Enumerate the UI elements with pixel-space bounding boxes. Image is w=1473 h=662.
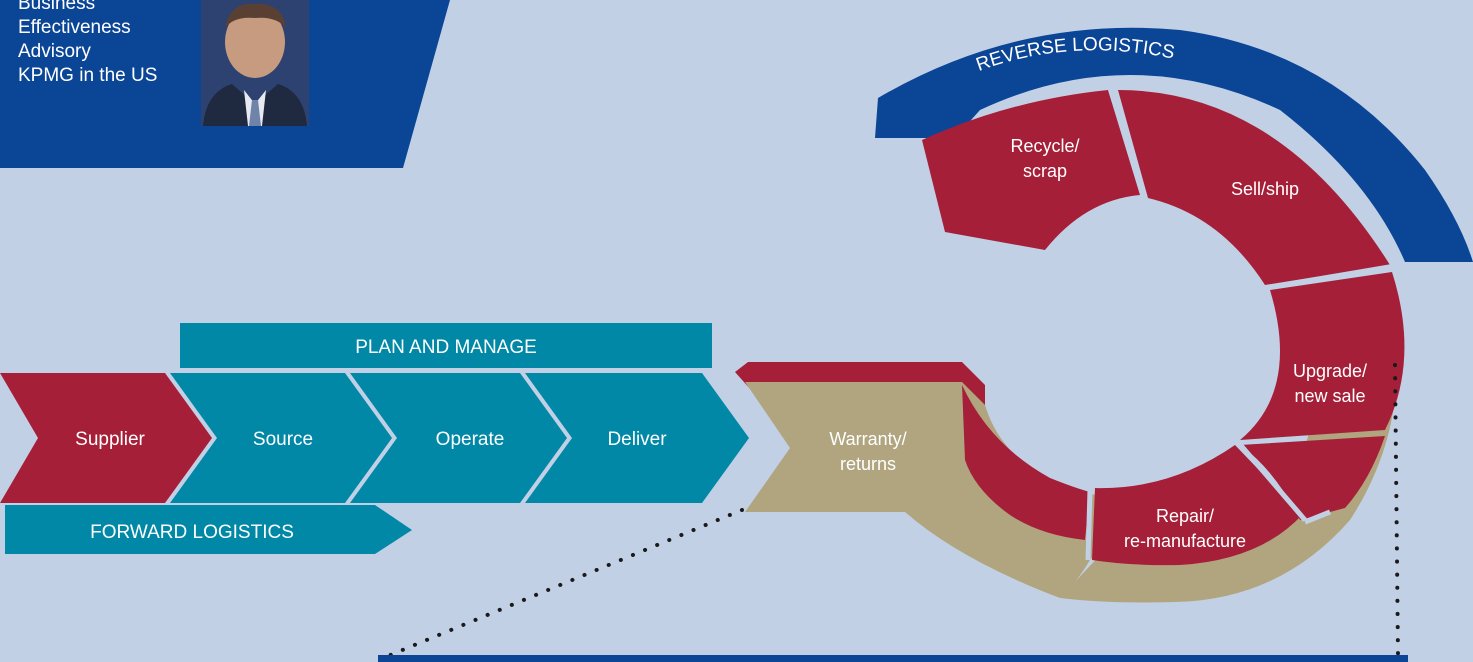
ring-segment-repair-remanufacture (1092, 445, 1302, 566)
ring-center (1063, 232, 1277, 452)
bio-line: Business (18, 0, 96, 14)
portrait-photo (201, 0, 309, 126)
chevron-supplier (0, 373, 212, 503)
ring-segment-lower-right (1240, 436, 1385, 520)
reverse-logistics-arc (875, 27, 1473, 263)
chevron-source (170, 373, 392, 503)
ring-segment-sell-ship (1118, 90, 1390, 285)
ring-segment-inner-left (962, 385, 1090, 540)
warranty-returns-label-2: returns (840, 454, 896, 474)
chevron-label-operate: Operate (436, 429, 505, 450)
warranty-returns-shape (745, 382, 1102, 598)
chevron-deliver (525, 373, 749, 503)
chevron-label-supplier: Supplier (75, 429, 145, 450)
ring-segment-recycle-scrap (922, 90, 1140, 250)
ring-segment-upgrade-new-sale (1240, 272, 1405, 440)
upgrade-new-sale-label-2: new sale (1294, 386, 1365, 406)
repair-remanufacture-label-1: Repair/ (1156, 506, 1214, 526)
plan-and-manage-bar (180, 323, 712, 368)
chevron-operate (350, 373, 567, 503)
chevron-label-source: Source (253, 429, 313, 450)
ring-separators (1085, 87, 1396, 561)
sell-ship-label: Sell/ship (1231, 179, 1299, 199)
bio-line: Advisory (18, 41, 91, 62)
detail-panel-top (378, 655, 1408, 662)
warranty-returns-label-1: Warranty/ (829, 429, 906, 449)
dotted-connector-right (1393, 363, 1400, 657)
forward-logistics-label: FORWARD LOGISTICS (90, 522, 294, 543)
bio-line: Effectiveness (18, 17, 131, 38)
dotted-connector-left (381, 508, 744, 660)
recycle-scrap-label-1: Recycle/ (1010, 136, 1079, 156)
forward-logistics-arrow (5, 505, 412, 554)
repair-remanufacture-label-2: re-manufacture (1124, 531, 1246, 551)
bio-line: KPMG in the US (18, 65, 158, 86)
upgrade-new-sale-label-1: Upgrade/ (1293, 361, 1367, 381)
bio-text: Business Effectiveness Advisory KPMG in … (18, 0, 208, 88)
recycle-scrap-label-2: scrap (1023, 161, 1067, 181)
plan-and-manage-label: PLAN AND MANAGE (355, 337, 537, 358)
chevron-label-deliver: Deliver (607, 429, 667, 450)
